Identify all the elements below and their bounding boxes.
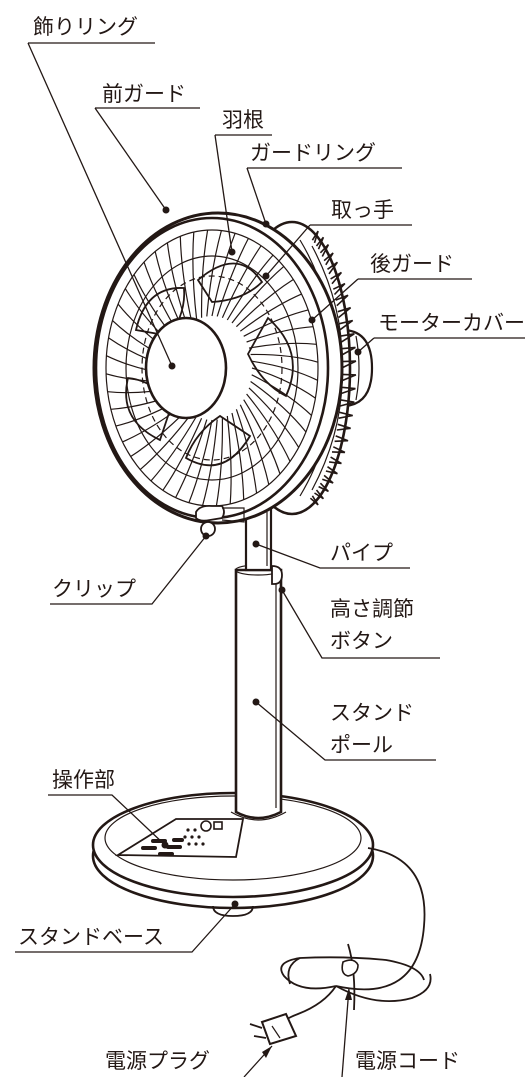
guard-spoke [250, 381, 307, 433]
guard-spoke [239, 404, 270, 485]
label-clip: クリップ [52, 577, 136, 601]
stand-pole [230, 564, 287, 821]
label-rear-guard: 後ガード [370, 252, 454, 276]
rear-guard-tooth [327, 261, 339, 275]
label-guard-ring: ガードリング [250, 141, 376, 165]
guard-spoke [211, 233, 236, 317]
clip [195, 504, 245, 537]
guard-spoke [139, 412, 193, 471]
rear-guard-tooth [339, 399, 355, 407]
rear-guard-tooth [322, 474, 334, 484]
guard-spoke [235, 278, 294, 328]
rear-guard-tooth [315, 236, 325, 250]
rear-guard-tooth [311, 230, 319, 244]
guard-spoke [231, 412, 245, 500]
label-handle: 取っ手 [331, 198, 394, 222]
rear-guard-tooth [341, 373, 357, 382]
rear-guard-tooth [331, 446, 346, 454]
guard-spoke [200, 229, 209, 318]
rear-guard-tooth [339, 319, 354, 331]
guard-spoke [250, 353, 319, 363]
rear-guard-tooth [318, 482, 329, 493]
guard-spoke [215, 418, 224, 507]
rear-guard-tooth [323, 252, 334, 266]
rear-guard-tooth [340, 386, 356, 395]
rear-guard-tooth [337, 306, 352, 319]
part-labels: 飾りリング 前ガード 羽根 ガードリング 取っ手 後ガード モーターカバー パイ… [18, 15, 525, 1073]
rear-guard-tooth [340, 333, 355, 343]
guard-spoke [221, 245, 262, 319]
guard-spoke [243, 399, 281, 475]
control-panel-buttons [141, 828, 205, 856]
guard-spoke [179, 236, 193, 324]
rear-guard-tooth [328, 456, 342, 465]
guard-spoke [192, 232, 198, 321]
rear-guard-tooth [319, 244, 330, 257]
rear-guard-tooth [334, 435, 349, 443]
guard-spoke [251, 360, 318, 381]
control-panel [114, 818, 245, 858]
power-cord [275, 847, 432, 1029]
guard-spoke [246, 393, 291, 462]
rear-guard-tooth [341, 360, 357, 369]
guard-spoke [150, 415, 198, 482]
label-power-plug: 電源プラグ [105, 1049, 210, 1073]
guard-spoke [246, 326, 314, 343]
label-height-adjust-line1: 高さ調節 [330, 597, 414, 621]
guard-spoke [226, 254, 274, 321]
label-front-guard: 前ガード [102, 82, 186, 106]
rear-guard-tooth [341, 346, 356, 356]
guard-spoke [162, 417, 203, 491]
decorative-ring [144, 316, 228, 420]
guard-spoke [243, 309, 309, 337]
label-height-adjust-line2: ボタン [330, 629, 393, 653]
rear-guard-tooth [336, 423, 351, 431]
guard-spoke [206, 230, 222, 317]
guard-spoke [248, 387, 300, 448]
label-motor-cover: モーターカバー [378, 311, 525, 335]
guard-spoke [248, 342, 317, 349]
guard-spoke [231, 265, 285, 324]
guard-spoke [216, 238, 249, 317]
rear-guard-tooth [332, 282, 346, 296]
power-plug [249, 1012, 298, 1046]
label-stand-pole-line1: スタンド [330, 701, 414, 725]
rear-guard-tooth [325, 466, 338, 475]
guard-spoke [251, 374, 312, 416]
rear-guard-tooth [338, 411, 353, 419]
rear-guard-tooth [330, 271, 343, 285]
rear-guard-tooth [309, 495, 319, 506]
label-stand-pole-line2: ポール [330, 733, 393, 757]
guard-spoke [226, 415, 232, 504]
rear-guard-tooth [314, 489, 325, 500]
rear-guard-teeth [309, 230, 357, 506]
label-control-panel: 操作部 [52, 768, 115, 792]
label-pipe: パイプ [330, 541, 393, 565]
label-stand-base: スタンドベース [18, 925, 164, 949]
guard-spoke [251, 367, 316, 399]
height-adjust-button [271, 565, 283, 585]
guard-spoke [239, 293, 302, 332]
rear-guard-tooth [335, 294, 349, 307]
label-decorative-ring: 飾りリング [33, 15, 138, 39]
leader-lines [15, 42, 525, 1077]
guard-spoke [235, 409, 258, 494]
label-blade: 羽根 [222, 108, 264, 132]
label-power-cord: 電源コード [355, 1049, 460, 1073]
